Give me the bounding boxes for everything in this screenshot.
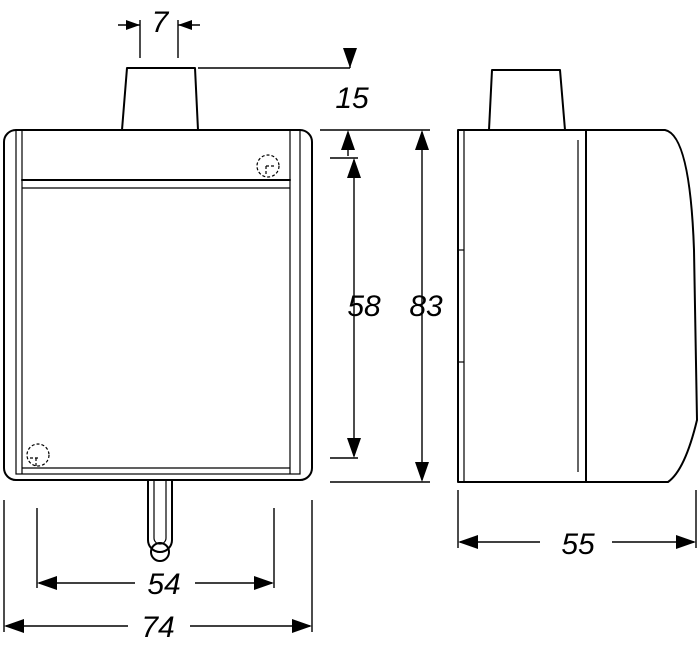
dim-label-inner-width: 54 — [147, 568, 180, 601]
arrowhead — [347, 438, 361, 458]
arrowhead — [458, 535, 478, 549]
side-lid-curve — [585, 129, 698, 483]
arrowhead — [343, 48, 357, 68]
side-view — [457, 69, 698, 483]
arrowhead — [4, 619, 24, 633]
front-view — [3, 67, 313, 562]
mounting-hole — [150, 542, 170, 562]
arrowhead — [37, 576, 57, 590]
arrowhead — [347, 158, 361, 178]
dim-label-cap-width: 7 — [152, 6, 170, 39]
front-housing-inner — [15, 129, 301, 475]
arrowhead — [415, 130, 429, 150]
mounting-slot — [147, 479, 173, 553]
screw-bottom-left-icon — [26, 443, 50, 467]
front-housing-outline — [3, 129, 313, 481]
dim-label-inner-height: 58 — [347, 290, 381, 323]
dim-label-side-depth: 55 — [561, 528, 595, 561]
arrowhead — [178, 20, 192, 30]
dim-label-total-height: 83 — [409, 290, 443, 323]
arrowhead — [341, 130, 355, 150]
dimension-labels: 7 15 58 83 55 54 74 — [141, 6, 595, 644]
arrowhead — [676, 535, 696, 549]
dimension-lines — [3, 20, 697, 633]
screw-top-right-icon — [256, 154, 280, 178]
arrowhead — [126, 20, 140, 30]
front-cap — [121, 67, 199, 131]
arrowhead — [415, 462, 429, 482]
side-base-body — [457, 129, 587, 483]
arrowhead — [254, 576, 274, 590]
dim-label-cap-height: 15 — [335, 82, 369, 115]
side-cap — [488, 69, 566, 131]
dim-label-total-width: 74 — [141, 611, 174, 644]
arrowhead — [292, 619, 312, 633]
